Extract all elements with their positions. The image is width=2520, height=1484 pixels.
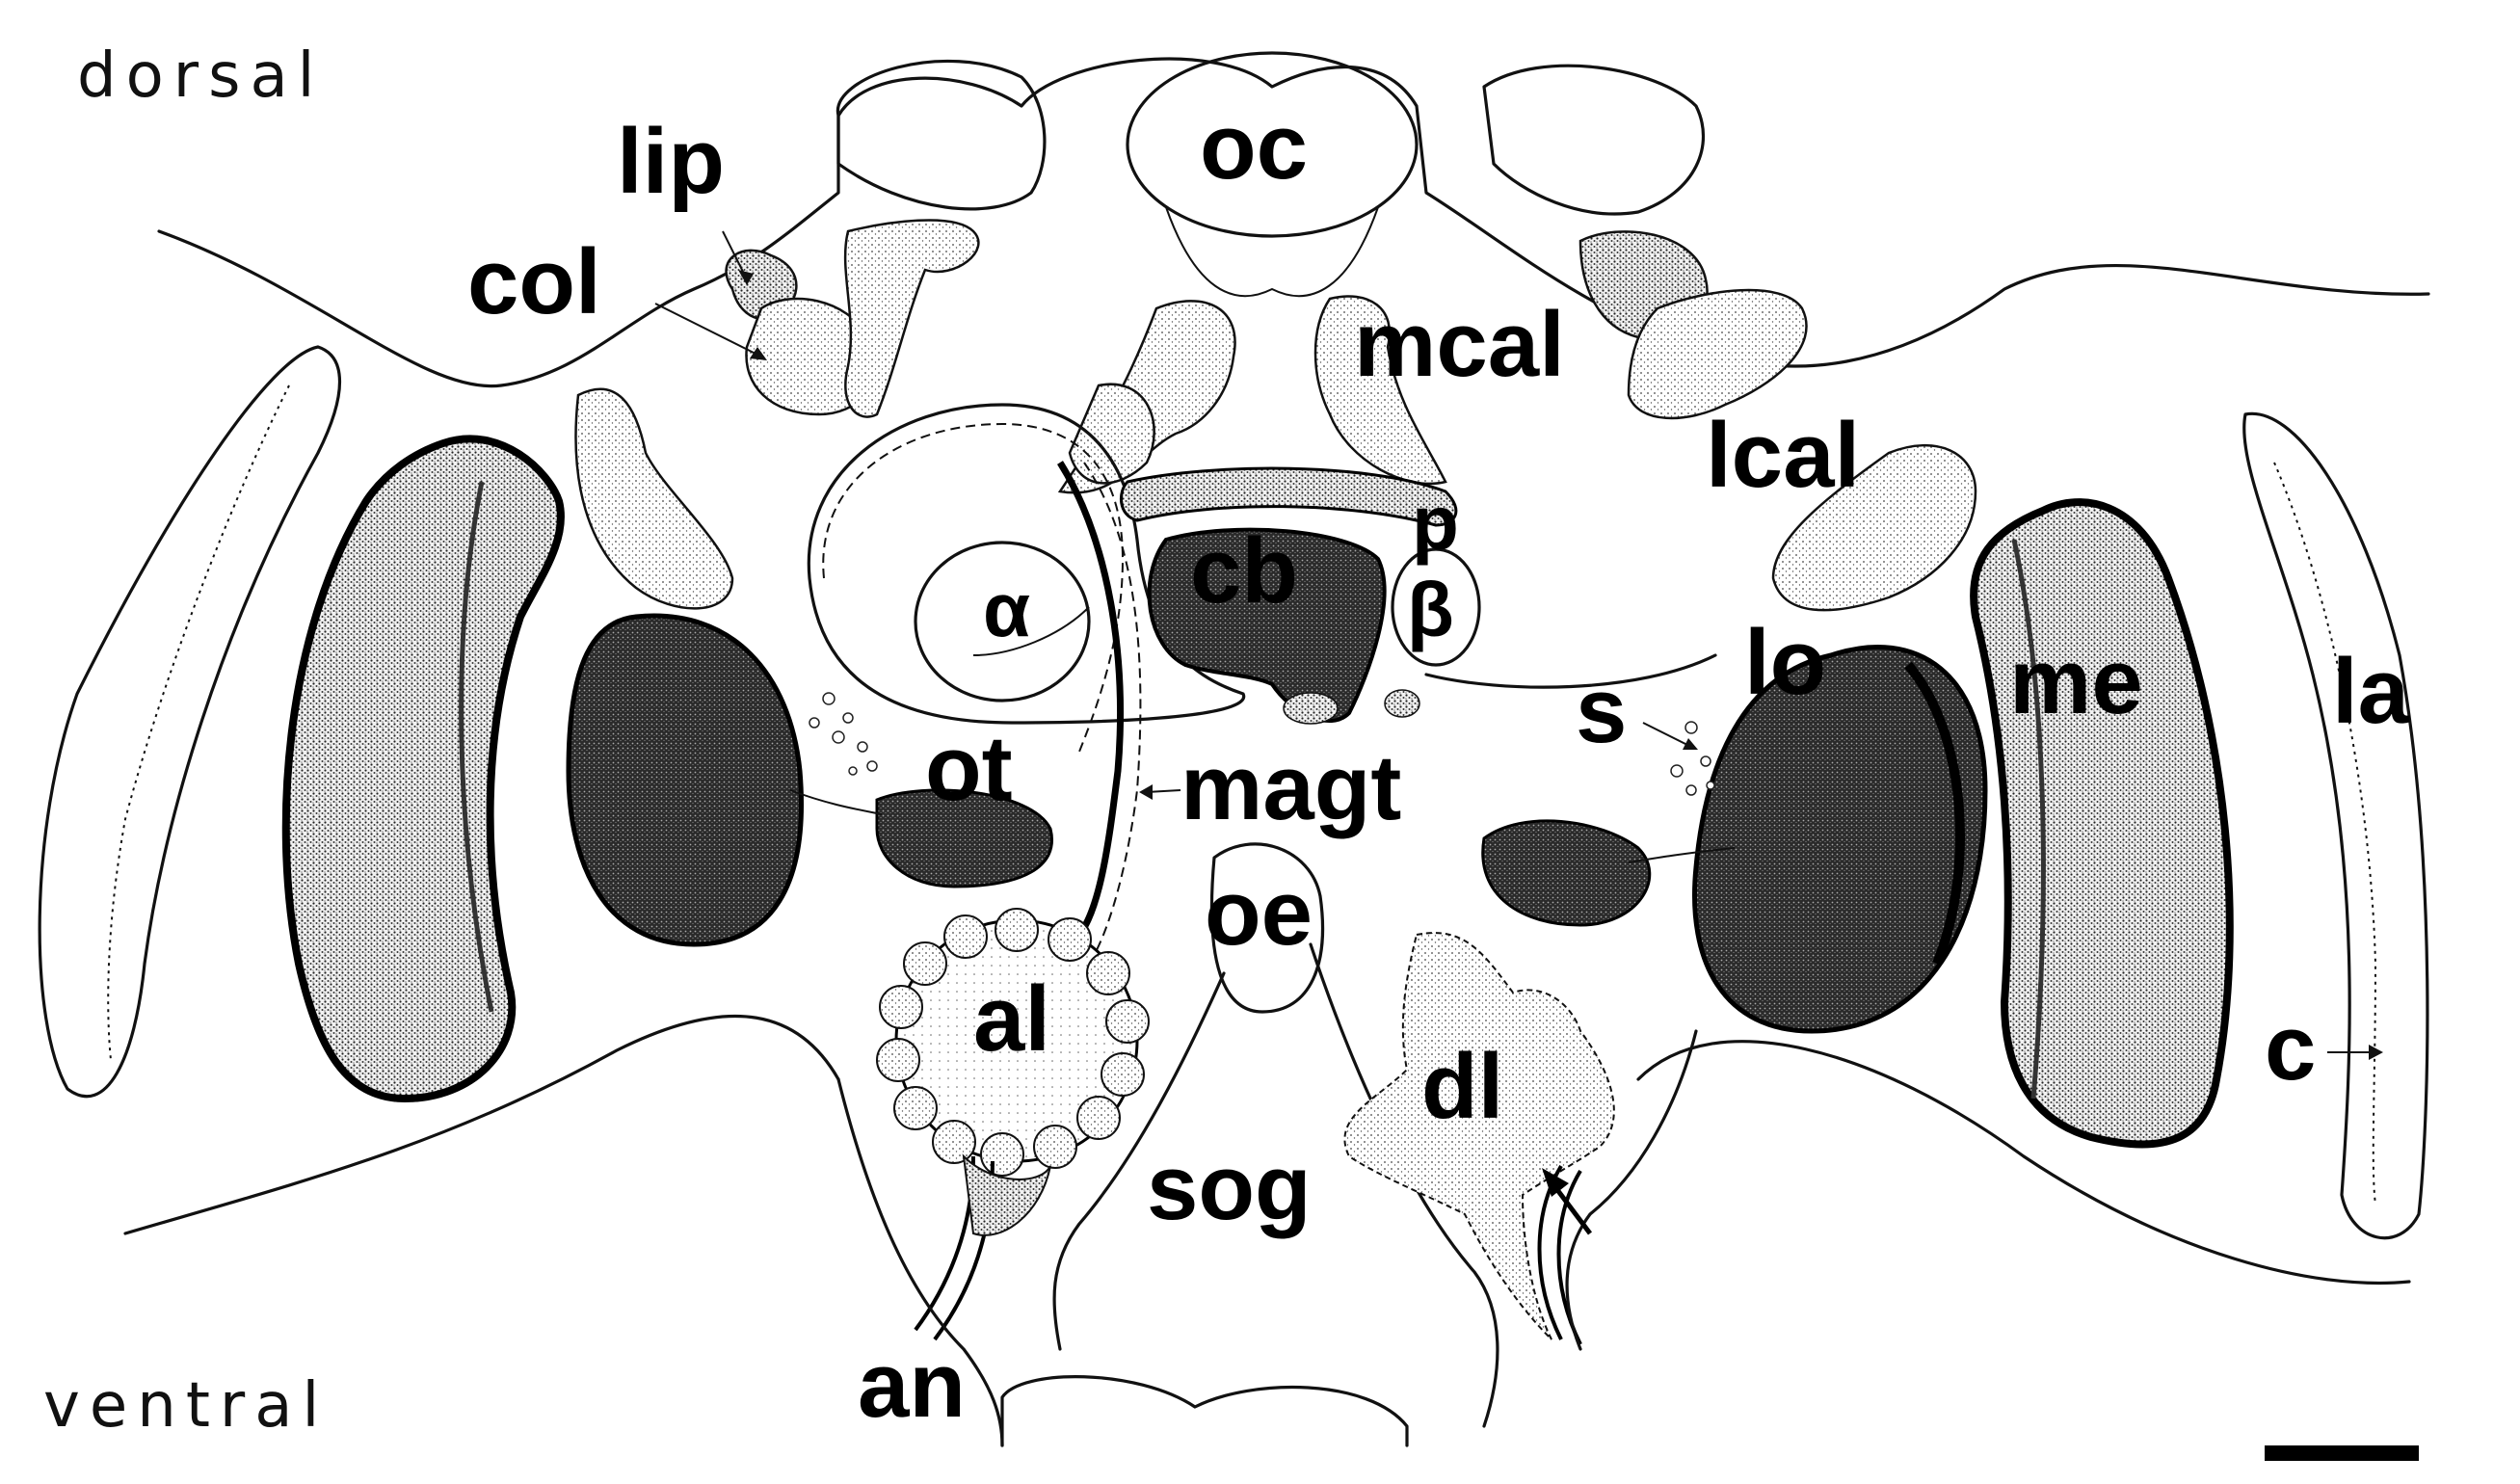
label-mcal: mcal: [1354, 293, 1565, 396]
medulla-right-band: [2011, 539, 2046, 1100]
granules-left: [809, 692, 878, 776]
c-arrowhead: [2369, 1045, 2383, 1060]
lamina-right: [2242, 411, 2429, 1240]
label-magt: magt: [1180, 736, 1401, 839]
antennal-glomeruli: [876, 908, 1150, 1177]
col-arrow: [654, 303, 762, 358]
optic-tubercle-left: [875, 788, 1053, 888]
label-me: me: [2009, 630, 2143, 733]
label-beta: β: [1407, 567, 1454, 652]
magt-arrowhead: [1139, 784, 1153, 800]
label-la: la: [2332, 640, 2410, 743]
label-oe: oe: [1205, 861, 1313, 965]
alpha-lobe-dashed: [822, 422, 1125, 753]
optic-tubercle-tract-left: [789, 789, 883, 815]
label-col: col: [467, 230, 601, 333]
label-alpha: α: [983, 567, 1030, 652]
lobula-right: [1692, 645, 1988, 1034]
ocellus-right: [1482, 64, 1706, 216]
calyx-left-lower: [1068, 383, 1155, 485]
lamina-left: [38, 345, 342, 1099]
beta-lobe: [1391, 547, 1481, 667]
central-body-upper: [1119, 466, 1458, 527]
label-p: p: [1412, 480, 1459, 566]
noduli: [1283, 689, 1420, 725]
magt-tract-dashed: [1083, 462, 1142, 965]
oesophagus: [1209, 842, 1325, 1014]
lower-outline-left: [836, 1077, 1004, 1447]
alpha-lobe-mark: [972, 606, 1090, 656]
label-cb: cb: [1190, 519, 1298, 623]
optic-tubercle-right: [1481, 819, 1652, 927]
scale-bar: [2265, 1445, 2419, 1461]
label-c: c: [2265, 996, 2316, 1100]
medulla-right: [1970, 498, 2234, 1149]
lamina-left-inner: [107, 384, 290, 1061]
lobula-left: [566, 613, 804, 947]
brain-outline-lower: [123, 1014, 2411, 1447]
s-arrow: [1642, 722, 1692, 748]
lower-outline-mid-right: [1309, 942, 1499, 1428]
calyx-left-lateral: [843, 219, 980, 418]
central-body: [1147, 527, 1387, 724]
optic-tubercle-tract-right: [1628, 847, 1736, 863]
antennal-nerve-base: [962, 1153, 1051, 1236]
lobula-right-rim: [1904, 661, 1965, 966]
magt-tract: [1057, 461, 1124, 947]
orientation-dorsal-label: dorsal: [77, 40, 324, 112]
label-ot: ot: [925, 717, 1013, 820]
lower-outline-mid-left: [1052, 971, 1226, 1351]
calyx-right-medial: [1313, 295, 1447, 486]
calyx-right-middle: [1627, 288, 1808, 420]
medulla-left: [281, 435, 565, 1103]
lamina-right-inner: [2273, 462, 2377, 1206]
ocellus-median-stalk: [1165, 206, 1379, 298]
calyx-right-lateral: [1771, 443, 1977, 612]
col-arrowhead: [750, 347, 767, 360]
label-sog: sog: [1147, 1136, 1312, 1239]
brain-outline-upper: [157, 57, 2430, 388]
label-lo: lo: [1744, 611, 1826, 714]
peduncle-right: [1424, 653, 1717, 689]
ocellus-median: [1126, 51, 1419, 238]
ocellus-left: [836, 59, 1047, 211]
alpha-lobe: [914, 541, 1091, 702]
granules-right: [1670, 721, 1715, 796]
dorsal-lobe: [1343, 932, 1615, 1340]
dl-arrowhead: [1542, 1168, 1569, 1197]
label-dl: dl: [1421, 1035, 1503, 1138]
label-al: al: [973, 967, 1050, 1071]
lower-outline-right: [1565, 1029, 1698, 1351]
label-oc: oc: [1200, 95, 1308, 199]
calyx-left-outer: [574, 387, 734, 610]
s-arrowhead: [1683, 738, 1698, 750]
lip-arrowhead: [738, 270, 754, 285]
medulla-left-band: [459, 481, 494, 1013]
label-lcal: lcal: [1706, 404, 1860, 507]
orientation-ventral-label: ventral: [43, 1370, 329, 1442]
label-an: an: [858, 1334, 966, 1437]
label-lip: lip: [617, 110, 725, 213]
label-s: s: [1576, 659, 1627, 762]
